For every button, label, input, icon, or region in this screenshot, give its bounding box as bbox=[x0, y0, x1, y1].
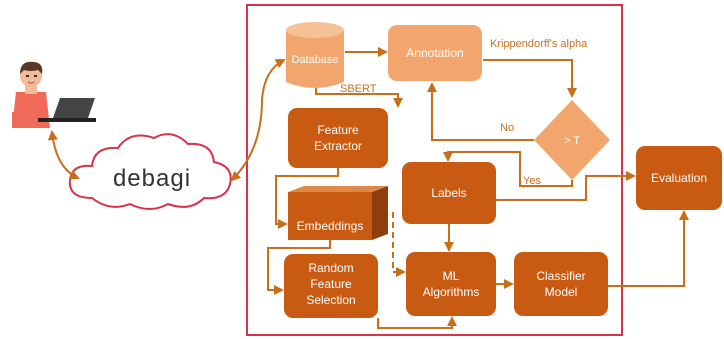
evaluation-node bbox=[636, 146, 722, 210]
random-fs-line2: Feature bbox=[310, 277, 352, 291]
cloud-icon bbox=[68, 133, 232, 210]
database-node bbox=[286, 22, 344, 88]
random-fs-line3: Selection bbox=[306, 293, 355, 307]
no-arrow bbox=[427, 82, 534, 141]
ml-node bbox=[406, 252, 496, 316]
annotation-node bbox=[388, 25, 482, 81]
extractor-embeddings-arrow bbox=[275, 168, 339, 229]
evaluation-label: Evaluation bbox=[651, 171, 707, 185]
classifier-node bbox=[514, 252, 608, 316]
sbert-arrow bbox=[315, 88, 403, 108]
annotation-label: Annotation bbox=[406, 46, 463, 60]
sbert-label: SBERT bbox=[340, 83, 377, 95]
embeddings-randomfs-arrow bbox=[267, 240, 331, 295]
person-laptop-icon bbox=[12, 61, 96, 128]
krippendorff-label: Krippendorff's alpha bbox=[490, 38, 588, 50]
ml-line1: ML bbox=[443, 269, 460, 283]
decision-node bbox=[534, 100, 610, 180]
annotation-decision-arrow bbox=[483, 59, 577, 98]
labels-label: Labels bbox=[431, 186, 466, 200]
feature-extractor-line1: Feature bbox=[317, 123, 359, 137]
cloud-database-arrow bbox=[230, 59, 286, 182]
embeddings-ml-dashed-arrow bbox=[392, 212, 406, 277]
yes-arrow bbox=[443, 151, 573, 187]
database-label: Database bbox=[291, 54, 338, 66]
ml-line2: Algorithms bbox=[423, 285, 480, 299]
no-label: No bbox=[500, 122, 514, 134]
random-fs-line1: Random bbox=[308, 261, 353, 275]
classifier-line1: Classifier bbox=[536, 269, 585, 283]
random-fs-node bbox=[284, 254, 378, 318]
feature-extractor-node bbox=[288, 108, 388, 168]
randomfs-ml-arrow bbox=[377, 316, 457, 329]
decision-label: > T bbox=[564, 135, 580, 147]
yes-label: Yes bbox=[523, 175, 541, 187]
user-cloud-arrow bbox=[47, 130, 80, 180]
embeddings-label: Embeddings bbox=[297, 219, 364, 233]
cloud-logo-text: debagi bbox=[113, 165, 191, 192]
labels-evaluation-arrow bbox=[496, 171, 636, 201]
labels-node bbox=[402, 162, 496, 224]
feature-extractor-line2: Extractor bbox=[314, 139, 362, 153]
embeddings-node bbox=[288, 186, 388, 240]
classifier-line2: Model bbox=[545, 285, 578, 299]
classifier-evaluation-arrow bbox=[608, 210, 689, 287]
